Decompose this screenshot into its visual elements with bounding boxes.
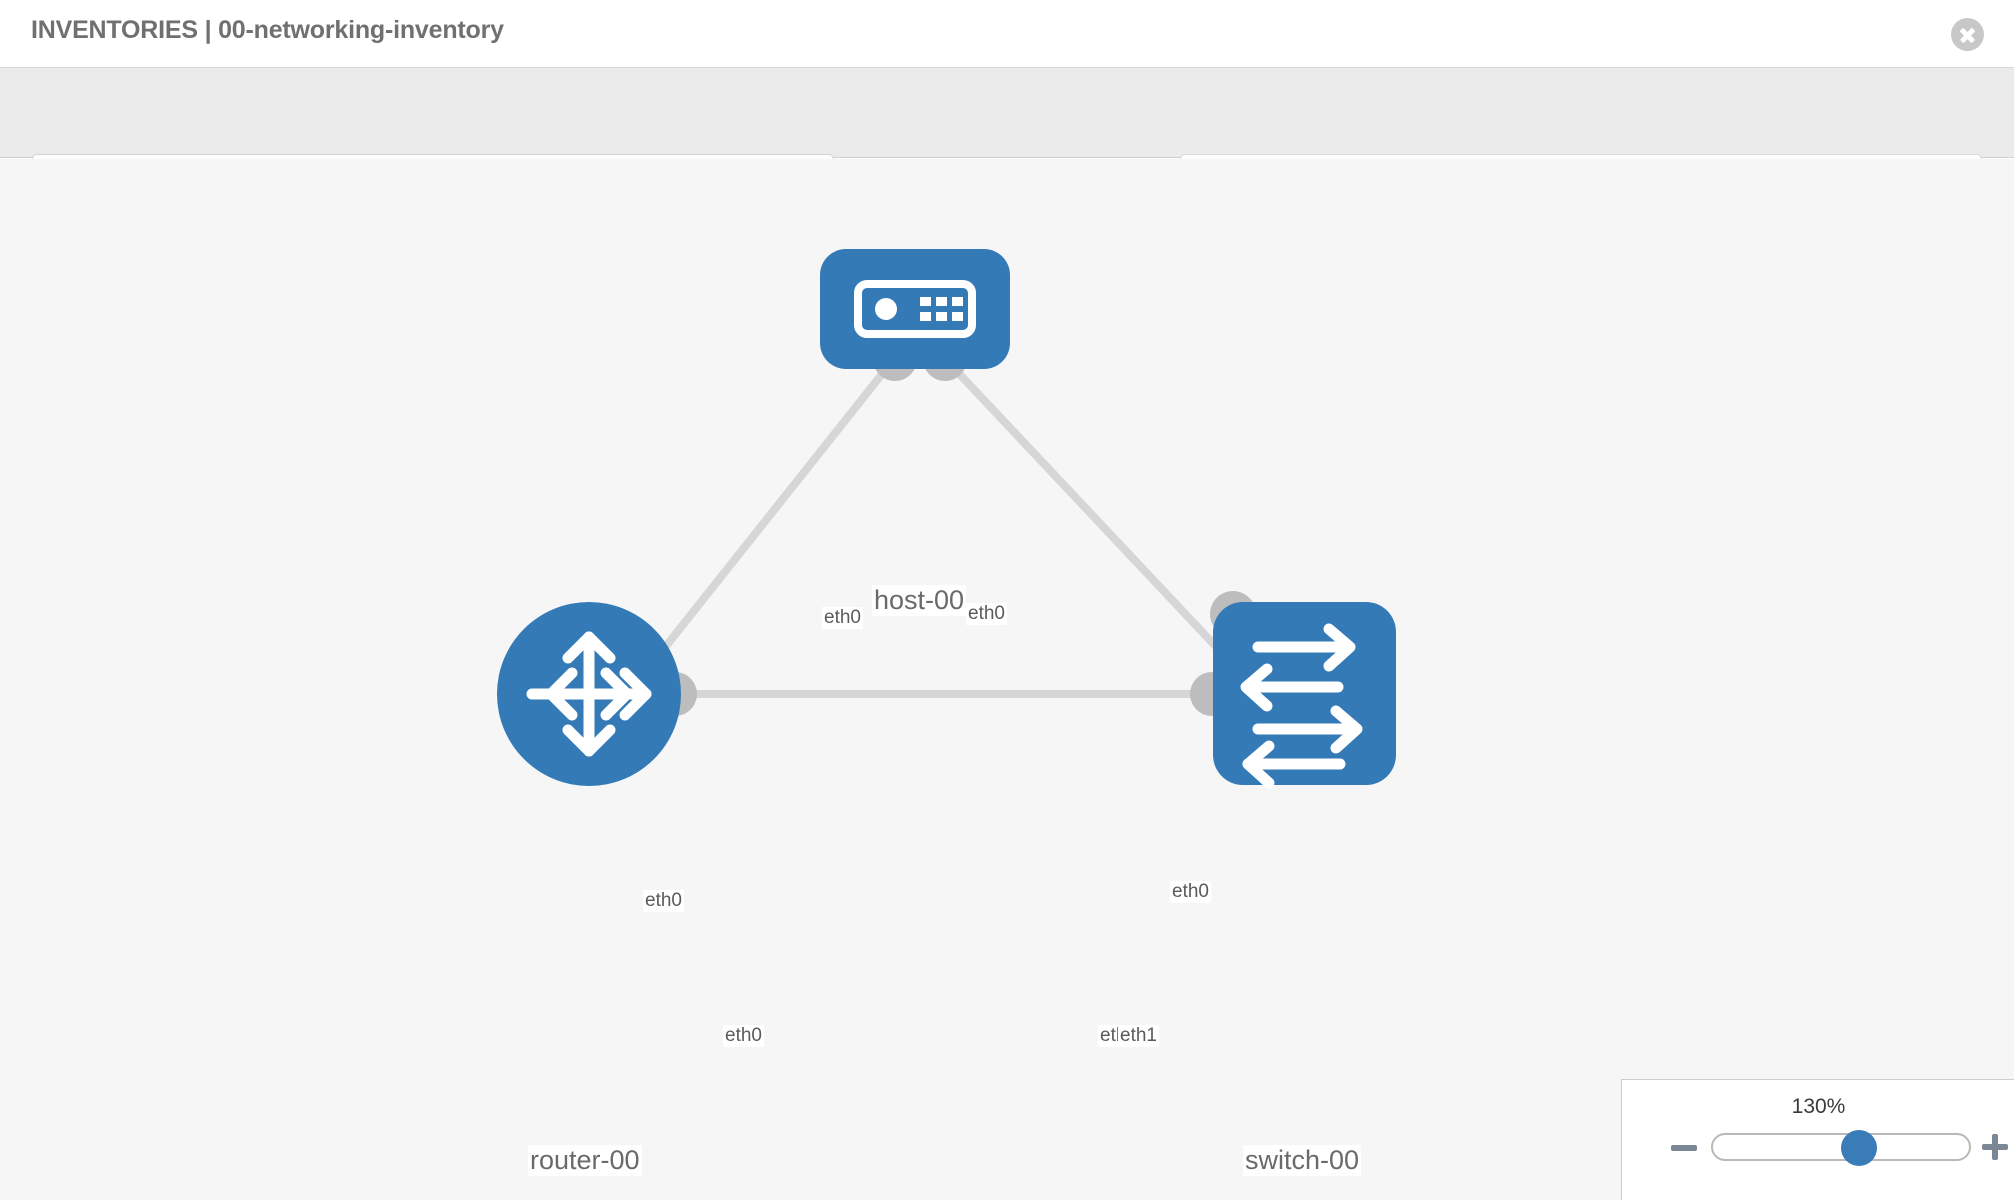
node-host-00 <box>820 249 1010 369</box>
iface-label-router-eth0: eth0 <box>723 1025 764 1047</box>
server-icon <box>854 280 976 338</box>
iface-label-host-right: eth0 <box>966 603 1007 625</box>
zoom-slider-track[interactable] <box>1711 1130 1971 1166</box>
node-label-switch-00: switch-00 <box>1243 1145 1362 1176</box>
iface-label-router-host: eth0 <box>643 890 684 912</box>
plus-icon[interactable] <box>1980 1132 2010 1162</box>
node-switch-00 <box>1213 602 1396 789</box>
minus-icon[interactable] <box>1671 1145 1697 1151</box>
toolbar: ACTIONS SEARCH <box>0 68 2014 205</box>
switch-arrows-icon <box>1240 623 1363 789</box>
zoom-control-panel: 130% <box>1621 1079 2014 1200</box>
node-router-00 <box>497 602 681 786</box>
page-title: INVENTORIES | 00-networking-inventory <box>31 16 504 44</box>
zoom-level-value: 130% <box>1791 1095 1846 1118</box>
iface-label-switch-eth1: eth1 <box>1118 1025 1159 1047</box>
node-label-router-00: router-00 <box>528 1145 642 1176</box>
node-label-host-00: host-00 <box>872 585 967 616</box>
topology-edges <box>616 361 1273 707</box>
iface-label-host-left: eth0 <box>822 607 863 629</box>
topology-canvas[interactable]: host-00 router-00 switch-00 eth0 eth0 et… <box>0 159 2014 1200</box>
page-header: INVENTORIES | 00-networking-inventory <box>0 0 2014 68</box>
close-icon[interactable] <box>1951 18 1984 51</box>
iface-label-host-switch: eth0 <box>1170 881 1211 903</box>
topology-graph <box>497 249 1396 789</box>
topology-endpoints <box>653 337 1256 716</box>
zoom-slider-handle[interactable] <box>1841 1130 1877 1166</box>
router-arrows-icon <box>526 631 652 757</box>
